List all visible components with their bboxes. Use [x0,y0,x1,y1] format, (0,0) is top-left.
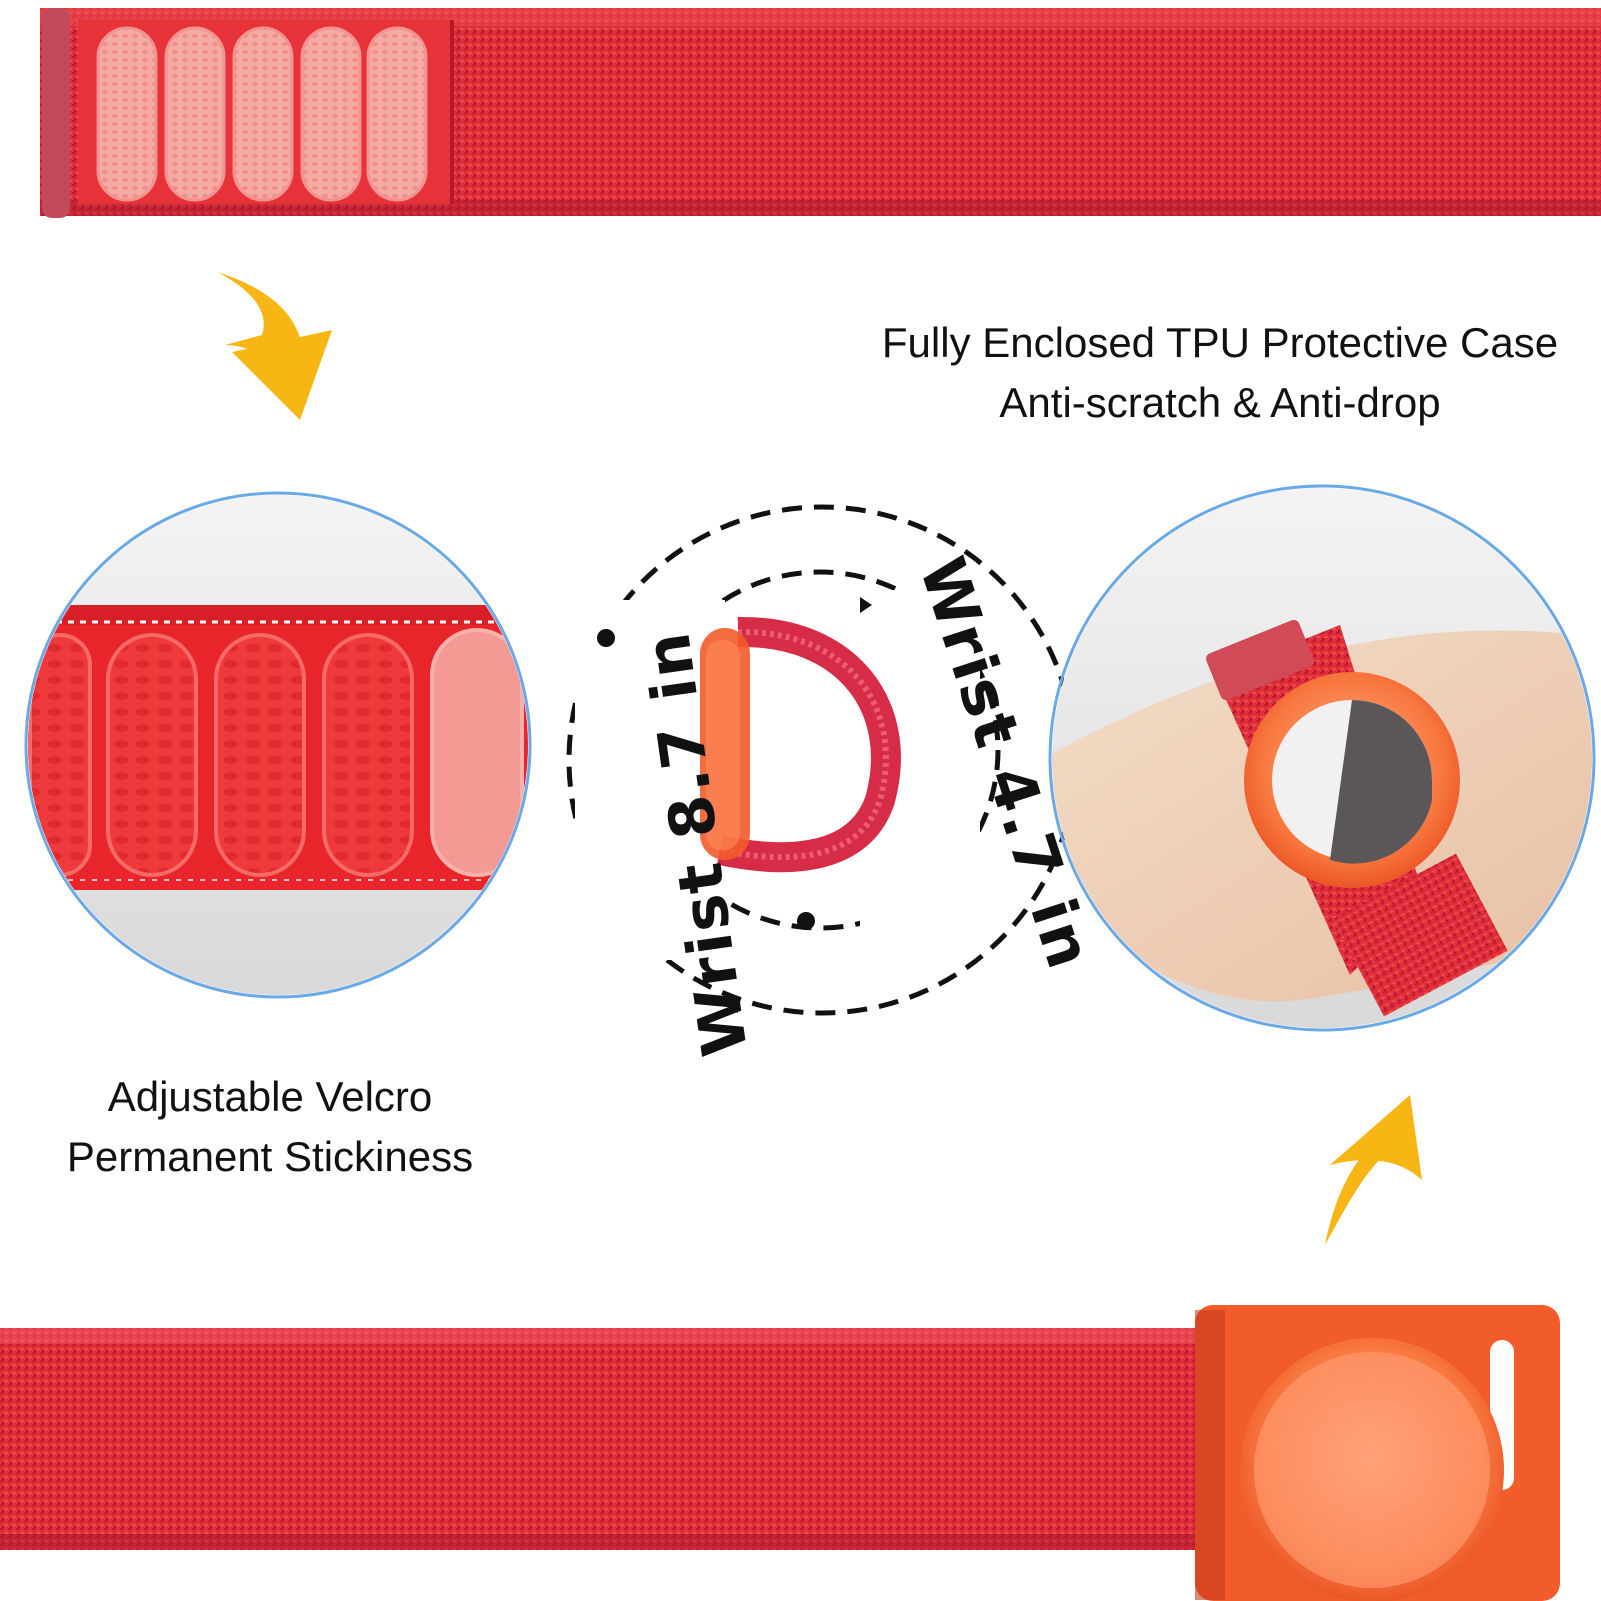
dot-marker [597,629,615,647]
size-diagram [566,504,1078,1016]
arrowhead-icon [726,997,738,1013]
top-strap [40,8,1601,218]
velcro-caption-line1: Adjustable Velcro [107,1073,433,1120]
curved-arrow-down-icon [218,272,332,420]
arrowhead-icon [860,597,872,613]
velcro-closeup-circle [28,495,528,995]
tpu-caption: Fully Enclosed TPU Protective Case Anti-… [850,313,1590,433]
velcro-pad [96,26,428,202]
tpu-case [1195,1305,1560,1601]
wrist-photo-circle [1052,488,1592,1028]
velcro-caption-line2: Permanent Stickiness [66,1133,474,1180]
curved-arrow-up-icon [1325,1095,1422,1245]
mini-band-image [700,616,901,873]
strap-end-tab [42,8,70,218]
dot-marker [797,912,815,930]
bottom-strap [0,1305,1560,1601]
tpu-caption-line1: Fully Enclosed TPU Protective Case [881,319,1559,366]
velcro-caption: Adjustable Velcro Permanent Stickiness [30,1067,510,1187]
tpu-caption-line2: Anti-scratch & Anti-drop [999,379,1441,426]
